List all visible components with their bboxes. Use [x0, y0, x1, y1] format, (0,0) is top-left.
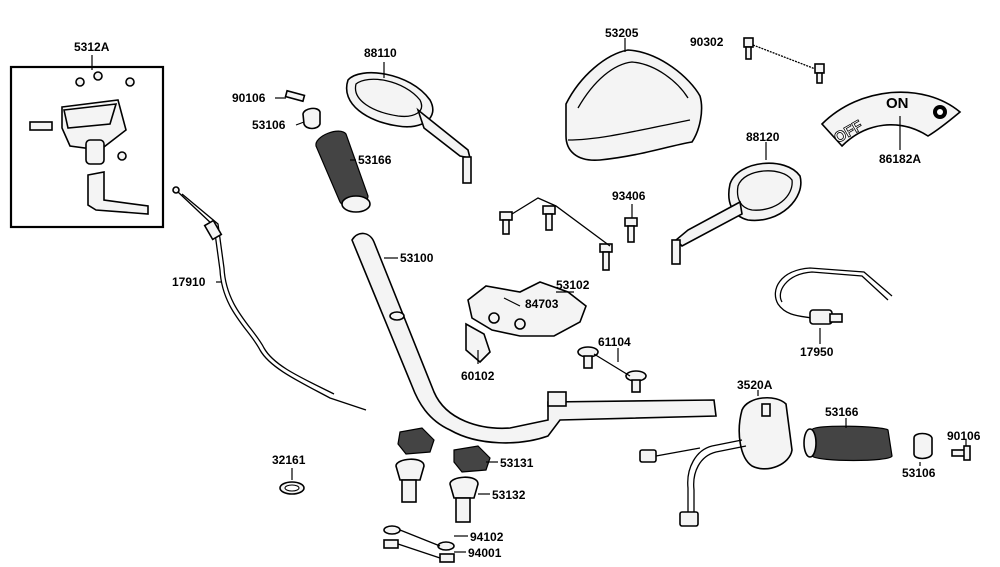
part-17950-cable [774, 267, 893, 344]
label-3520A: 3520A [737, 378, 773, 392]
label-53132: 53132 [492, 488, 526, 502]
part-17910-throttle-cable [172, 186, 367, 411]
label-94102: 94102 [470, 530, 504, 544]
part-93406-bolts [499, 197, 638, 271]
label-53166-left: 53166 [358, 153, 392, 167]
part-61104-bolts [577, 346, 647, 393]
decal-on-text: ON [886, 95, 909, 112]
label-86182A: 86182A [879, 152, 921, 166]
label-60102: 60102 [461, 369, 495, 383]
part-90302-screws [743, 37, 825, 84]
part-right-grip-group [803, 418, 971, 466]
label-5312A: 5312A [74, 40, 110, 54]
part-3520A-switch [639, 390, 793, 527]
part-53100-handlebar [351, 232, 717, 444]
part-5312A-master-cylinder [9, 55, 165, 229]
label-88110: 88110 [364, 46, 397, 60]
label-90106-left: 90106 [232, 91, 266, 105]
part-88110-left-mirror [345, 62, 472, 184]
label-53166-right: 53166 [825, 405, 859, 419]
label-53100: 53100 [400, 251, 434, 265]
part-86182A-decal: OFF ON [820, 91, 962, 150]
label-61104: 61104 [598, 335, 631, 349]
label-53131: 53131 [500, 456, 534, 470]
label-93406: 93406 [612, 189, 646, 203]
label-17950: 17950 [800, 345, 834, 359]
label-53106-left: 53106 [252, 118, 286, 132]
part-left-grip-group [275, 89, 371, 213]
part-32161-clip [279, 468, 305, 495]
label-84703: 84703 [525, 297, 559, 311]
label-17910: 17910 [172, 275, 206, 289]
part-clamps [395, 427, 498, 523]
part-washers-nuts [383, 525, 468, 563]
label-53102: 53102 [556, 278, 590, 292]
part-labels: 5312A 88110 53205 90302 90106 53106 5316… [74, 26, 981, 560]
label-94001: 94001 [468, 546, 502, 560]
part-handlebar-holder [465, 281, 587, 364]
part-88120-right-mirror [671, 142, 802, 265]
label-88120: 88120 [746, 130, 780, 144]
label-53205: 53205 [605, 26, 639, 40]
label-32161: 32161 [272, 453, 306, 467]
label-90302: 90302 [690, 35, 724, 49]
label-90106-right: 90106 [947, 429, 981, 443]
part-53205-windshield [565, 38, 703, 161]
label-53106-right: 53106 [902, 466, 936, 480]
